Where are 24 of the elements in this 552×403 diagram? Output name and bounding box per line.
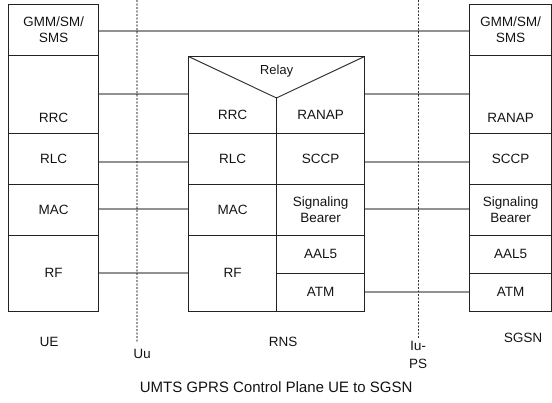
protocol-layer-box: AAL5	[469, 235, 552, 274]
layer-label: Iu-PS	[409, 337, 427, 374]
caption: UMTS GPRS Control Plane UE to SGSN	[138, 379, 414, 396]
protocol-layer-box: RRC	[8, 55, 99, 134]
layer-label: SGSN	[503, 329, 543, 347]
protocol-layer-box: Signaling Bearer	[469, 184, 552, 236]
protocol-layer-box: GMM/SM/SMS	[8, 4, 99, 56]
protocol-layer-box: ATM	[276, 273, 365, 312]
protocol-layer-box: RF	[8, 235, 99, 312]
layer-label: Uu	[132, 345, 152, 363]
connector-line	[98, 208, 188, 210]
protocol-layer-box: MAC	[8, 184, 99, 236]
protocol-layer-box: RF	[188, 235, 277, 312]
connector-line	[364, 208, 470, 210]
layer-label: RNS	[268, 333, 298, 351]
connector-line	[98, 272, 188, 274]
layer-label: UE	[38, 333, 60, 351]
protocol-layer-box: RANAP	[469, 55, 552, 134]
protocol-layer-box: RLC	[8, 133, 99, 185]
protocol-layer-box: GMM/SM/SMS	[469, 4, 552, 56]
protocol-layer-box: ATM	[469, 273, 552, 312]
relay-label: Relay	[260, 62, 294, 77]
connector-line	[98, 30, 470, 32]
protocol-layer-box: SCCP	[469, 133, 552, 185]
